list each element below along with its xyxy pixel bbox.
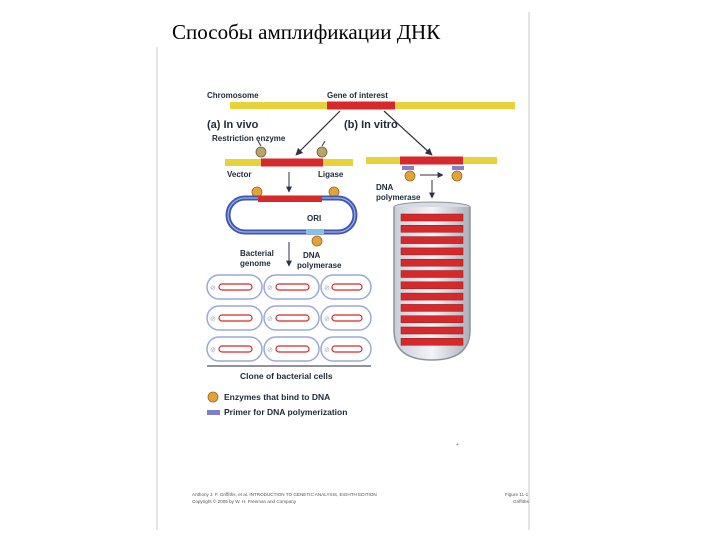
primer-bar-icon [402,166,414,170]
legend-enzymes-label: Enzymes that bind to DNA [224,392,330,402]
ori-label: ORI [307,214,321,223]
figure-ref-1: Figure 11-1 [505,492,529,497]
dna-copy [401,271,463,278]
bacterial-cell: ⊘ [321,337,371,361]
dna-copy [401,293,463,300]
figure-ref-2: Griffiths [513,499,529,504]
svg-text:⊘: ⊘ [210,347,216,354]
bacterial-cell: ⊘ [264,275,319,299]
dna-copy [401,214,463,221]
enzyme-circle-icon [452,171,462,181]
svg-text:⊘: ⊘ [210,316,216,323]
primer-bar-icon [452,166,464,170]
dna-copy [401,316,463,323]
chromosome [230,102,515,110]
svg-text:⊘: ⊘ [324,285,330,292]
bacterial-cell: ⊘ [264,306,319,330]
dna-copy [401,237,463,244]
bacterial-cell: ⊘ [264,337,319,361]
svg-text:⊘: ⊘ [267,347,273,354]
enzyme-circle-icon [312,236,322,246]
dna-copy [401,338,463,345]
vector-label: Vector [227,170,251,179]
dna-copy [401,248,463,255]
dna-polymerase-vivo-label-2: polymerase [297,261,342,270]
svg-text:⊘: ⊘ [267,316,273,323]
bacterial-cell: ⊘ [207,306,262,330]
bacterial-cells-grid: ⊘ ⊘ ⊘ ⊘ ⊘ ⊘ ⊘ [207,275,371,366]
bacterial-cell: ⊘ [321,306,371,330]
ligase-label: Ligase [318,170,344,179]
dna-polymerase-vitro-label-2: polymerase [376,193,421,202]
corner-mark: + [456,442,459,448]
dna-copy [401,327,463,334]
legend-primer-icon [207,410,220,415]
bacterial-cell: ⊘ [207,275,262,299]
svg-text:⊘: ⊘ [324,347,330,354]
in-vivo-label: (a) In vivo [207,119,259,131]
restriction-enzyme-label: Restriction enzyme [212,134,286,143]
bacterial-genome-label-1: Bacterial [240,249,274,258]
bacterial-genome-label-2: genome [240,259,271,268]
clone-of-cells-label: Clone of bacterial cells [240,371,333,381]
credit-line-2: Copyright © 2005 by W. H. Freeman and Co… [192,498,297,504]
legend-enzyme-icon [208,392,218,402]
enzyme-circle-icon [405,171,415,181]
legend-primer-label: Primer for DNA polymerization [224,407,347,417]
gene-of-interest-label: Gene of interest [327,91,388,100]
restriction-enzyme-icon [317,147,327,157]
dna-copy [401,304,463,311]
dna-polymerase-vitro-label-1: DNA [376,183,394,192]
bacterial-cell: ⊘ [207,337,262,361]
svg-text:⊘: ⊘ [324,316,330,323]
svg-text:⊘: ⊘ [210,285,216,292]
dna-polymerase-vivo-label-1: DNA [303,251,321,260]
bacterial-cell: ⊘ [321,275,371,299]
restriction-enzyme-icon [256,147,266,157]
dna-copy [401,259,463,266]
svg-text:⊘: ⊘ [267,285,273,292]
dna-copy [401,282,463,289]
in-vitro-label: (b) In vitro [344,119,398,131]
credit-line-1: Anthony J. F. Griffiths, et al. INTRODUC… [192,492,377,497]
dna-copy [401,225,463,232]
chromosome-label: Chromosome [207,91,259,100]
